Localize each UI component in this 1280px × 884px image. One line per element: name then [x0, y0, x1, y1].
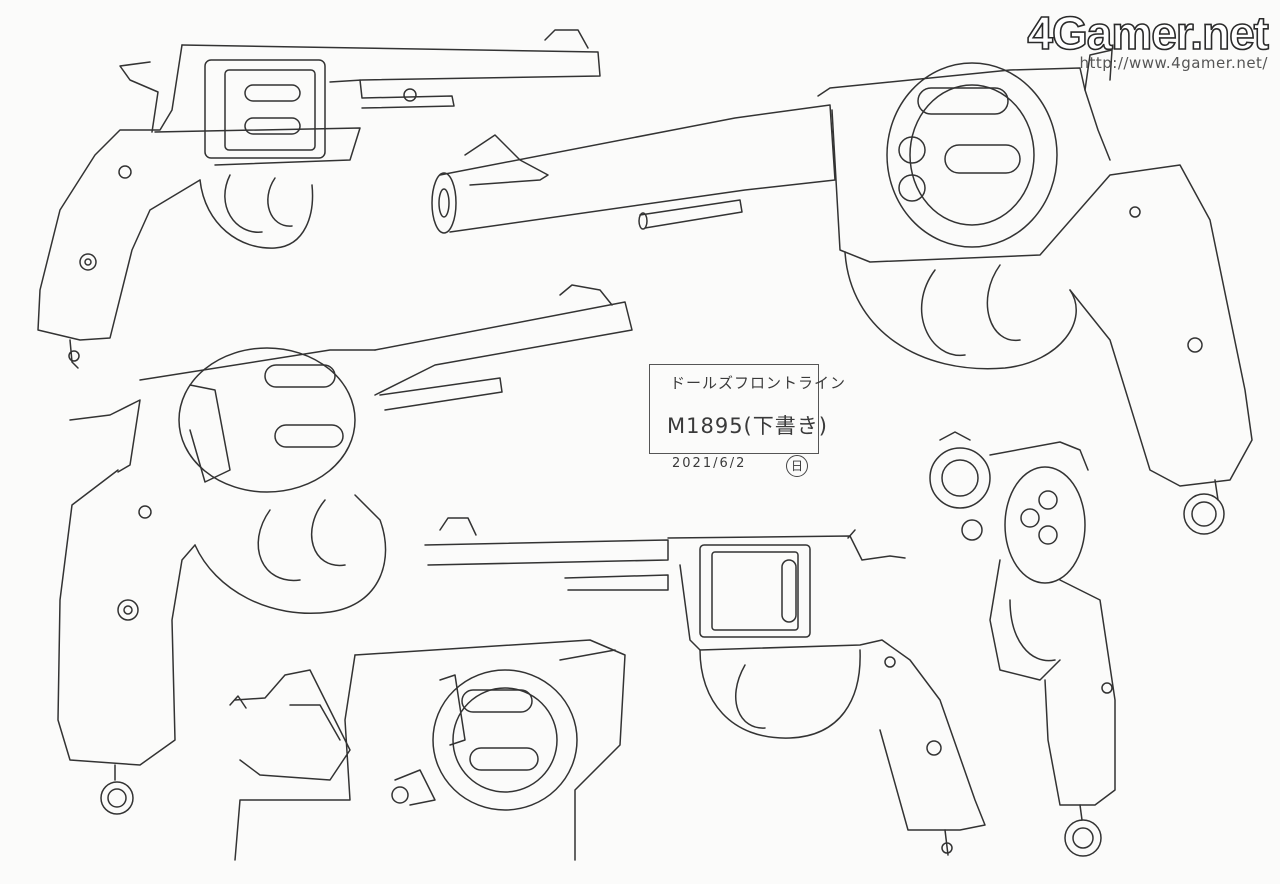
note-title: ドールズフロントライン	[670, 374, 847, 392]
watermark: 4Gamer.net http://www.4gamer.net/	[1027, 7, 1270, 72]
revolver-sketch-front-view	[929, 431, 1116, 857]
note-signature: 日	[786, 455, 808, 477]
note-date: 2021/6/2	[672, 456, 747, 471]
revolver-sketch-side-top-left	[37, 29, 601, 369]
note-model-name: M1895(下書き)	[667, 414, 828, 438]
note-frame	[649, 364, 819, 454]
revolver-sketch-perspective-top-right	[431, 49, 1253, 535]
watermark-logo: 4Gamer.net	[1027, 7, 1270, 59]
revolver-sketch-side-bottom	[424, 517, 986, 856]
watermark-url: http://www.4gamer.net/	[1079, 54, 1268, 72]
revolver-sketch-perspective-left	[57, 284, 633, 815]
revolver-sketch-cylinder-closeup	[229, 639, 626, 861]
